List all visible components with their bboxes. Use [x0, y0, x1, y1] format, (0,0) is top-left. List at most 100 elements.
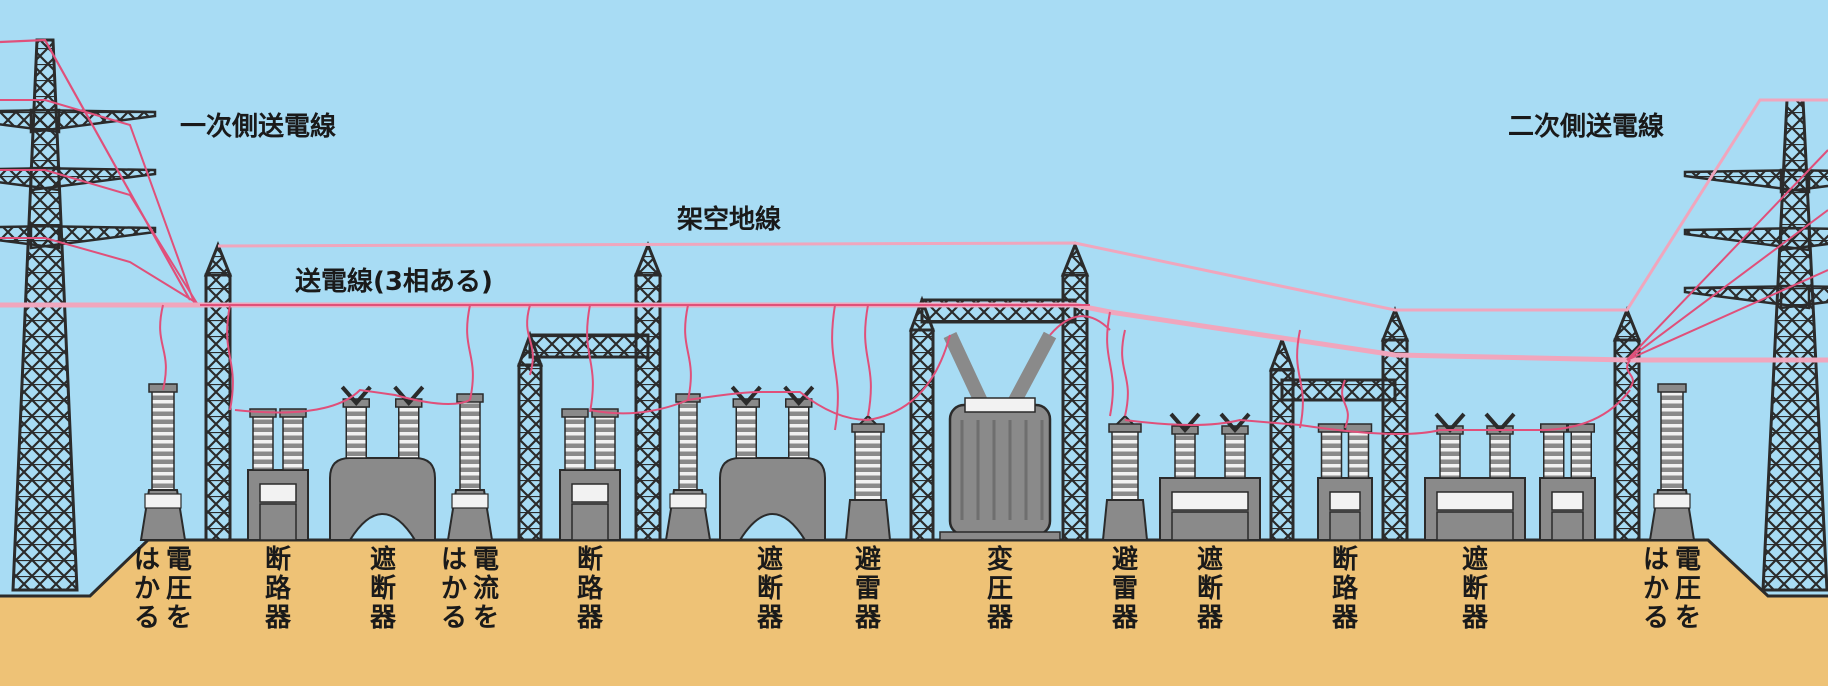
incoming-line — [0, 169, 199, 306]
bushing — [395, 398, 423, 459]
circuit-breaker — [719, 385, 826, 541]
equipment-label: 断 — [1332, 544, 1358, 575]
equipment-label-col: を — [166, 603, 192, 633]
bushing — [1171, 425, 1199, 479]
bushing — [1317, 423, 1346, 479]
drop-lead — [226, 304, 234, 411]
jumper — [867, 315, 1111, 421]
drop-lead — [864, 304, 872, 417]
equipment-label: 遮 — [1462, 544, 1488, 575]
equipment-label-col: る — [1643, 603, 1669, 633]
primary-line-label: 一次側送電線 — [180, 111, 336, 142]
drop-lead — [1626, 359, 1634, 389]
circuit-breaker — [1159, 412, 1261, 541]
outgoing-line — [1626, 269, 1828, 361]
equipment-label: 器 — [1111, 603, 1139, 633]
equipment-label-col: 電 — [473, 545, 499, 575]
bushing — [591, 408, 619, 471]
bushing — [249, 408, 277, 471]
disconnector — [559, 408, 621, 541]
bushing — [1221, 425, 1249, 479]
equipment-label: 路 — [577, 573, 604, 604]
equipment-label: 路 — [1332, 573, 1359, 604]
outgoing-line — [1626, 149, 1828, 361]
equipment-label-col: を — [1675, 603, 1701, 633]
drop-lead — [684, 304, 692, 401]
bushing — [1436, 425, 1464, 479]
equipment-label: 断 — [1197, 573, 1223, 604]
equipment-label: 遮 — [757, 544, 783, 575]
bushing — [1486, 425, 1514, 479]
structures — [0, 38, 1828, 592]
bushing — [1540, 423, 1568, 479]
voltage-transformer — [1648, 383, 1696, 541]
equipment-label: 路 — [265, 573, 292, 604]
equipment-label: 圧 — [987, 574, 1013, 604]
equipment-label: 雷 — [855, 574, 881, 604]
overhead-ground-wire — [217, 98, 1828, 312]
gantry-post — [908, 295, 936, 542]
equipment-label: 断 — [757, 573, 783, 604]
current-transformer — [446, 393, 494, 541]
equipment-label-col: か — [441, 574, 467, 604]
equipment-label-col: る — [134, 603, 160, 633]
gantry-post — [633, 240, 663, 542]
gantry-post — [1060, 240, 1090, 542]
equipment-label: 器 — [1196, 603, 1224, 633]
equipment-label-col: は — [441, 545, 467, 575]
equipment-label-col: 流 — [473, 574, 499, 604]
equipment-label: 器 — [369, 603, 397, 633]
drop-lead — [586, 304, 594, 413]
equipment-group — [139, 331, 1696, 541]
equipment-label-col: 電 — [166, 545, 192, 575]
bushing — [1108, 423, 1142, 501]
drop-lead — [831, 304, 839, 431]
equipment-label: 断 — [370, 573, 396, 604]
lightning-arrester — [1101, 414, 1149, 541]
bushing — [785, 398, 813, 459]
equipment-label: 器 — [986, 603, 1014, 633]
equipment-label: 器 — [1331, 603, 1359, 633]
equipment-label-col: る — [441, 603, 467, 633]
bushing — [1567, 423, 1595, 479]
equipment-label: 避 — [1112, 544, 1138, 575]
bushing — [561, 408, 589, 471]
transmission-tower-right — [1683, 98, 1828, 592]
equipment-label-col: 圧 — [1675, 574, 1701, 604]
equipment-label: 避 — [855, 544, 881, 575]
gantry-post — [516, 330, 544, 542]
bushing — [148, 383, 178, 491]
disconnector — [1317, 423, 1373, 541]
gantry-post — [203, 240, 233, 542]
bushing — [851, 423, 885, 501]
equipment-label-col: 圧 — [166, 574, 192, 604]
bushing — [342, 398, 370, 459]
transmission-line-label: 送電線(3相ある) — [295, 266, 493, 297]
gantry-post — [1268, 335, 1296, 542]
ground — [0, 540, 1828, 686]
equipment-label: 遮 — [1197, 544, 1223, 575]
bushing — [279, 408, 307, 471]
gantry-post — [1612, 305, 1642, 542]
equipment-label: 器 — [1461, 603, 1489, 633]
equipment-label: 器 — [854, 603, 882, 633]
jumper — [234, 388, 471, 414]
drop-lead — [526, 304, 534, 376]
disconnector — [247, 408, 309, 541]
transmission-tower-left — [0, 38, 157, 592]
equipment-label: 断 — [1462, 573, 1488, 604]
bushing — [732, 398, 760, 459]
equipment-label-col: か — [134, 574, 160, 604]
equipment-label-col: か — [1643, 574, 1669, 604]
jumper — [589, 391, 869, 421]
drop-lead — [466, 304, 474, 401]
drop-lead — [159, 304, 167, 391]
ground-wire-label: 架空地線 — [677, 204, 781, 235]
equipment-label-col: は — [134, 545, 160, 575]
power-transformer — [939, 331, 1061, 541]
equipment-label: 器 — [264, 603, 292, 633]
gantry-beam — [1280, 378, 1397, 402]
secondary-line-label: 二次側送電線 — [1508, 111, 1664, 142]
